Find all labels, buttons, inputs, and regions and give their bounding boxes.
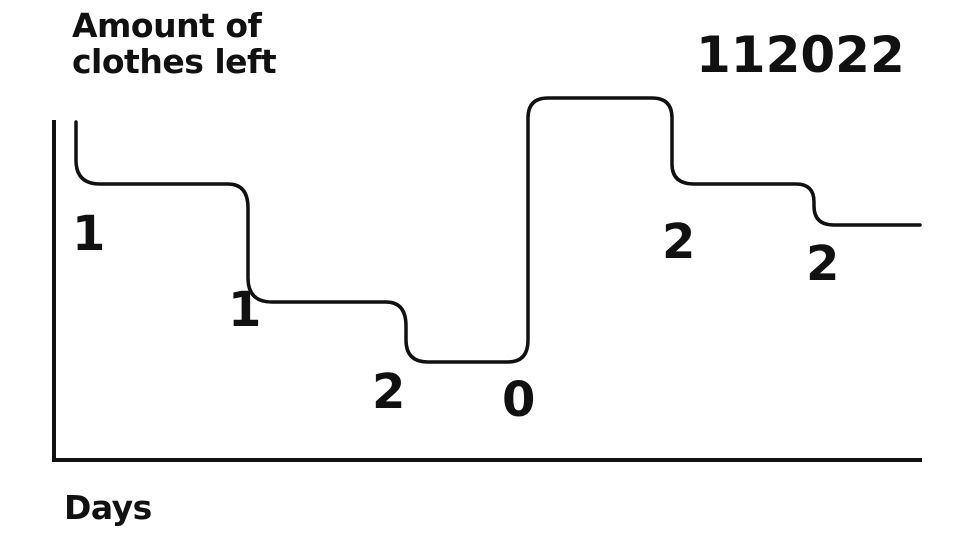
sequence-label: 112022 — [696, 26, 905, 84]
clothes-level-curve — [74, 96, 922, 364]
step-label-5: 2 — [662, 214, 695, 270]
step-label-1: 1 — [72, 206, 105, 262]
step-label-4: 0 — [502, 372, 535, 428]
x-axis-label: Days — [64, 488, 152, 527]
y-axis-label: Amount of clothes left — [72, 6, 277, 81]
step-label-2: 1 — [228, 282, 261, 338]
step-label-6: 2 — [806, 236, 839, 292]
step-label-3: 2 — [372, 364, 405, 420]
